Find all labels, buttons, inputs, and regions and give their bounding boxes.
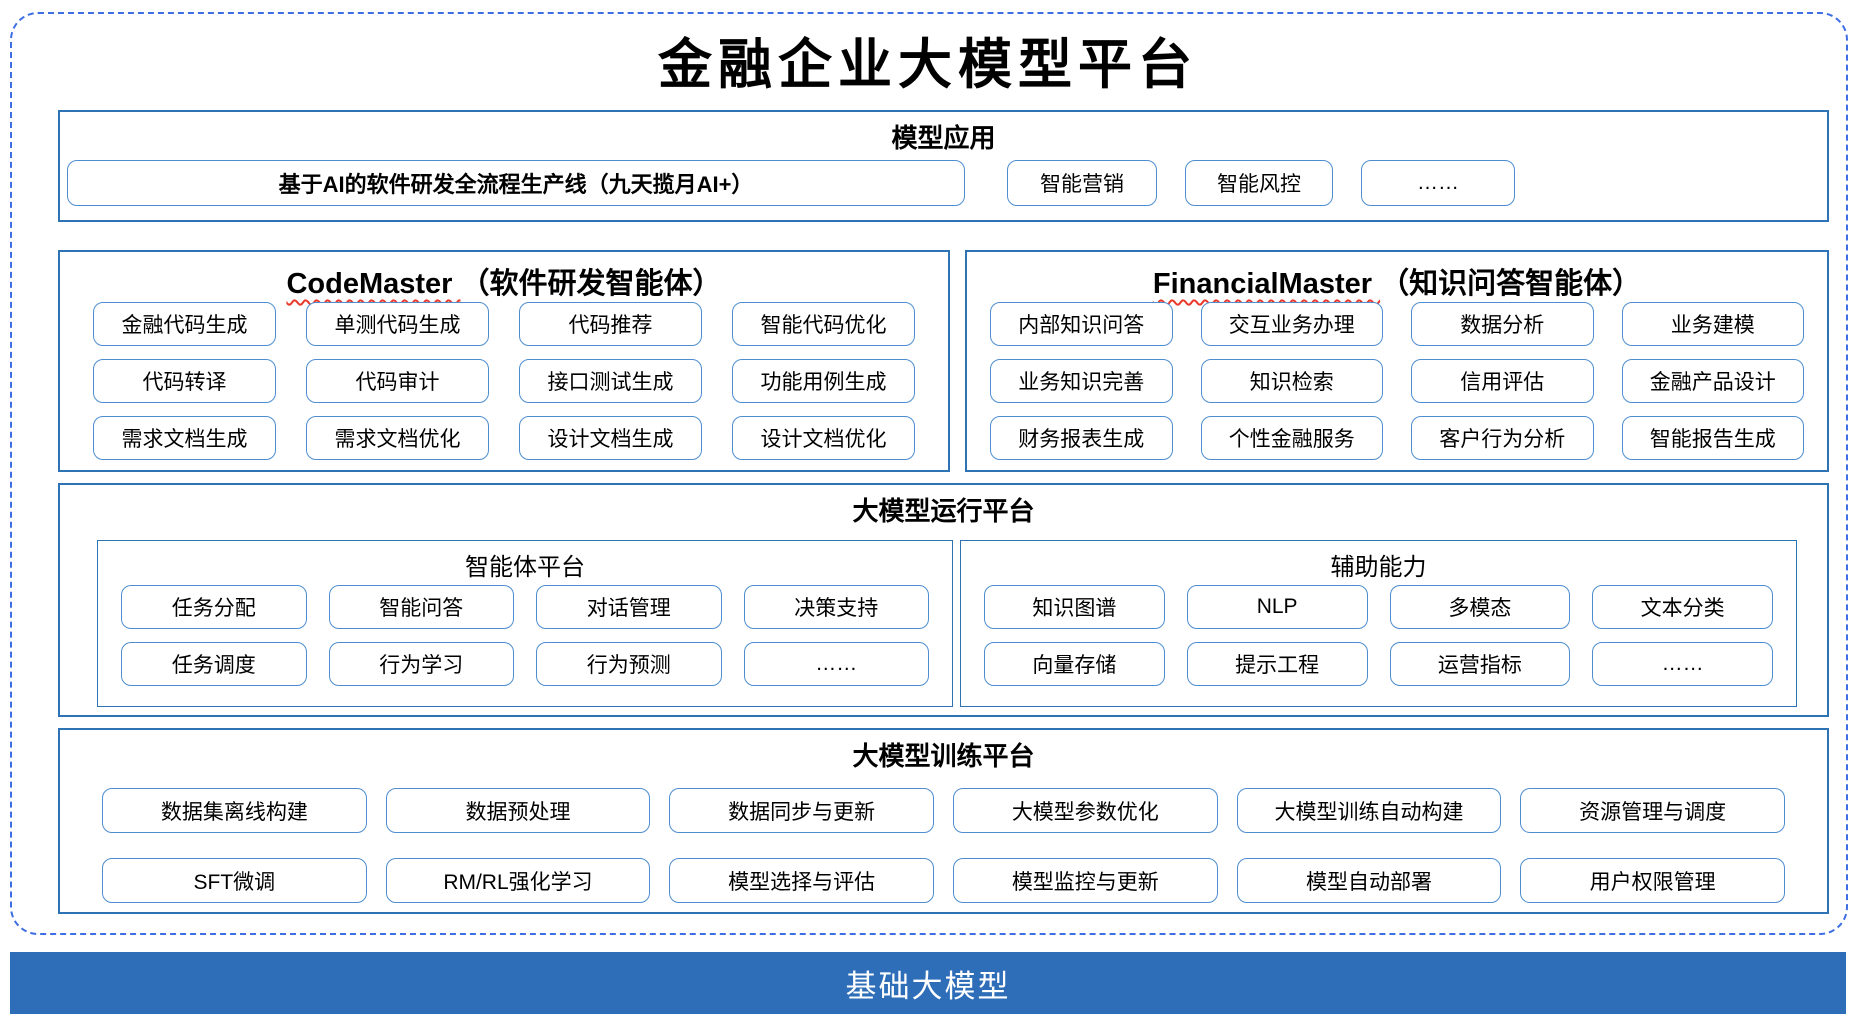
financialmaster-pill-grid: 内部知识问答交互业务办理数据分析业务建模业务知识完善知识检索信用评估金融产品设计… (967, 302, 1827, 460)
capability-pill: 客户行为分析 (1411, 416, 1594, 460)
codemaster-title: CodeMaster （软件研发智能体） (60, 260, 948, 302)
capability-pill: 提示工程 (1186, 642, 1368, 686)
capability-pill: 需求文档优化 (306, 416, 489, 460)
capability-pill: 模型监控与更新 (952, 858, 1218, 903)
capability-pill: …… (1361, 160, 1515, 206)
foundation-model-bar: 基础大模型 (10, 952, 1846, 1014)
capability-pill: SFT微调 (102, 858, 367, 903)
capability-pill: 数据同步与更新 (669, 788, 934, 833)
capability-pill: 数据分析 (1411, 302, 1594, 346)
financialmaster-title-cn: （知识问答智能体） (1380, 268, 1642, 300)
capability-pill: 业务知识完善 (990, 359, 1173, 403)
capability-pill: 大模型参数优化 (952, 788, 1218, 833)
capability-pill: 向量存储 (984, 642, 1165, 686)
section-codemaster: CodeMaster （软件研发智能体） 金融代码生成单测代码生成代码推荐智能代… (58, 250, 950, 472)
section-runtime-platform: 大模型运行平台 智能体平台 任务分配智能问答对话管理决策支持任务调度行为学习行为… (58, 483, 1829, 717)
capability-pill: 行为学习 (328, 642, 514, 686)
capability-pill: 交互业务办理 (1200, 302, 1383, 346)
capability-pill: 智能营销 (1007, 160, 1157, 206)
capability-pill: 模型自动部署 (1236, 858, 1502, 903)
capability-pill: 设计文档生成 (519, 416, 702, 460)
capability-pill: 行为预测 (536, 642, 722, 686)
capability-pill: 智能问答 (328, 585, 514, 629)
capability-pill: 任务调度 (121, 642, 307, 686)
capability-pill: 单测代码生成 (306, 302, 489, 346)
agent-platform-title: 智能体平台 (465, 554, 585, 581)
capability-pill: 知识检索 (1200, 359, 1383, 403)
capability-pill: 智能报告生成 (1621, 416, 1804, 460)
capability-pill: 大模型训练自动构建 (1236, 788, 1502, 833)
codemaster-title-en: CodeMaster (286, 268, 461, 300)
model-applications-pill-row: 基于AI的软件研发全流程生产线（九天揽月AI+） 智能营销 智能风控 …… (67, 160, 1515, 206)
capability-pill: 数据预处理 (385, 788, 651, 833)
subsection-agent-platform: 智能体平台 任务分配智能问答对话管理决策支持任务调度行为学习行为预测 …… (97, 540, 953, 707)
capability-pill: 智能风控 (1185, 160, 1333, 206)
runtime-platform-title: 大模型运行平台 (852, 496, 1035, 526)
capability-pill: 用户权限管理 (1520, 858, 1785, 903)
capability-pill: 数据集离线构建 (102, 788, 367, 833)
section-training-platform: 大模型训练平台 数据集离线构建数据预处理数据同步与更新大模型参数优化大模型训练自… (58, 728, 1829, 914)
capability-pill: 金融产品设计 (1621, 359, 1804, 403)
capability-pill: 模型选择与评估 (669, 858, 934, 903)
capability-pill: 内部知识问答 (990, 302, 1173, 346)
capability-pill: 任务分配 (121, 585, 307, 629)
capability-pill: 接口测试生成 (519, 359, 702, 403)
auxiliary-pill-grid: 知识图谱 NLP 多模态文本分类向量存储提示工程运营指标 …… (961, 585, 1796, 686)
financialmaster-title: FinancialMaster （知识问答智能体） (967, 260, 1827, 302)
capability-pill: 运营指标 (1389, 642, 1571, 686)
foundation-model-label: 基础大模型 (845, 968, 1011, 1004)
capability-pill: RM/RL强化学习 (385, 858, 651, 903)
platform-outer-border (10, 12, 1848, 935)
section-model-applications: 模型应用 基于AI的软件研发全流程生产线（九天揽月AI+） 智能营销 智能风控 … (58, 110, 1829, 222)
capability-pill: NLP (1186, 585, 1368, 629)
section-financialmaster: FinancialMaster （知识问答智能体） 内部知识问答交互业务办理数据… (965, 250, 1829, 472)
capability-pill: …… (743, 642, 929, 686)
capability-pill: 资源管理与调度 (1520, 788, 1785, 833)
training-platform-title: 大模型训练平台 (852, 741, 1035, 771)
agent-platform-pill-grid: 任务分配智能问答对话管理决策支持任务调度行为学习行为预测 …… (98, 585, 952, 686)
capability-pill: 决策支持 (743, 585, 929, 629)
capability-pill: 代码转译 (93, 359, 276, 403)
capability-pill: 多模态 (1389, 585, 1571, 629)
page-title: 金融企业大模型平台 (658, 32, 1198, 96)
model-applications-title: 模型应用 (891, 123, 996, 153)
capability-pill: 个性金融服务 (1200, 416, 1383, 460)
capability-pill: 设计文档优化 (732, 416, 915, 460)
capability-pill: 信用评估 (1411, 359, 1594, 403)
capability-pill: 代码审计 (306, 359, 489, 403)
capability-pill: 智能代码优化 (732, 302, 915, 346)
capability-pill: 业务建模 (1621, 302, 1804, 346)
capability-pill: 代码推荐 (519, 302, 702, 346)
capability-pill: 财务报表生成 (990, 416, 1173, 460)
codemaster-title-cn: （软件研发智能体） (460, 268, 722, 300)
capability-pill: 对话管理 (536, 585, 722, 629)
training-pill-grid: 数据集离线构建数据预处理数据同步与更新大模型参数优化大模型训练自动构建资源管理与… (60, 788, 1827, 903)
subsection-auxiliary-capabilities: 辅助能力 知识图谱 NLP 多模态文本分类向量存储提示工程运营指标 …… (960, 540, 1797, 707)
financialmaster-title-en: FinancialMaster (1152, 268, 1381, 300)
capability-pill: 文本分类 (1592, 585, 1773, 629)
codemaster-pill-grid: 金融代码生成单测代码生成代码推荐智能代码优化代码转译代码审计接口测试生成功能用例… (60, 302, 948, 460)
capability-pill: 功能用例生成 (732, 359, 915, 403)
capability-pill: 金融代码生成 (93, 302, 276, 346)
capability-pill: 需求文档生成 (93, 416, 276, 460)
capability-pill: …… (1592, 642, 1773, 686)
capability-pill: 知识图谱 (984, 585, 1165, 629)
auxiliary-title: 辅助能力 (1330, 554, 1427, 581)
capability-pill: 基于AI的软件研发全流程生产线（九天揽月AI+） (67, 160, 965, 206)
